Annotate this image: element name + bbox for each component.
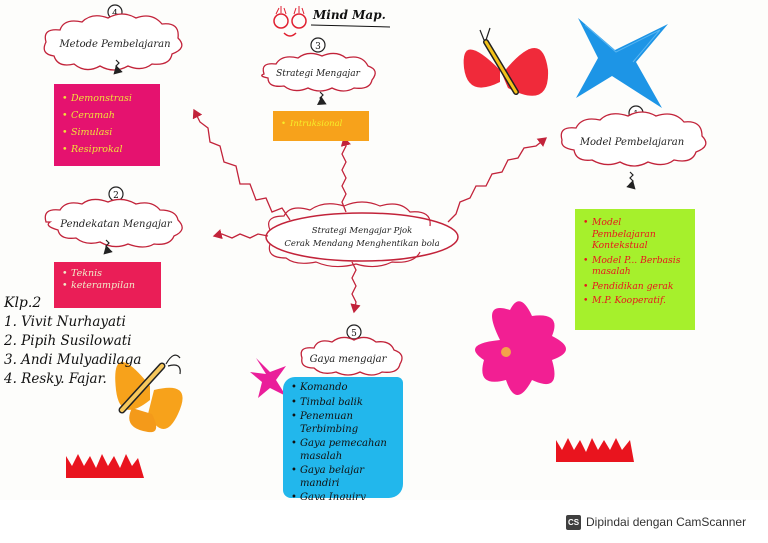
list-item: Demonstrasi xyxy=(62,93,152,105)
metode-number: 4 xyxy=(112,9,118,19)
face-doodle xyxy=(273,6,307,37)
member-item: 3. Andi Mulyadilaga xyxy=(4,352,142,368)
list-item: Gaya pemecahan masalah xyxy=(291,438,395,463)
gaya-card: Komando Timbal balik Penemuan Terbimbing… xyxy=(283,377,403,504)
strategi-number: 3 xyxy=(315,42,321,52)
node-gaya: 5 Gaya mengajar xyxy=(300,324,403,376)
red-grass-right-decoration xyxy=(556,438,634,462)
scanner-text: Dipindai dengan CamScanner xyxy=(586,515,747,529)
scanner-watermark: CS Dipindai dengan CamScanner xyxy=(566,512,766,532)
red-grass-left-decoration xyxy=(66,454,144,478)
metode-label: Metode Pembelajaran xyxy=(58,39,170,50)
list-item: keterampilan xyxy=(62,280,153,292)
list-item: M.P. Kooperatif. xyxy=(583,295,687,307)
arrow-to-pendekatan xyxy=(212,229,269,240)
list-item: Gaya belajar mandiri xyxy=(291,465,395,490)
list-item: Ceramah xyxy=(62,110,152,122)
list-item: Model Pembelajaran Kontekstual xyxy=(583,217,687,252)
node-strategi: 3 Strategi Mengajar xyxy=(261,37,376,105)
node-pendekatan: 2 Pendekatan Mengajar xyxy=(44,186,183,255)
group-members: Klp.2 1. Vivit Nurhayati 2. Pipih Susilo… xyxy=(4,295,176,389)
list-item: Pendidikan gerak xyxy=(583,281,687,293)
list-item: Simulasi xyxy=(62,127,152,139)
arrow-to-strategi xyxy=(340,136,351,213)
strategi-card: Intruksional xyxy=(273,111,369,141)
center-node: Strategi Mengajar Pjok Cerak Mendang Men… xyxy=(265,201,459,268)
orange-butterfly-decoration xyxy=(115,354,183,433)
metode-card: Demonstrasi Ceramah Simulasi Resiprokal xyxy=(54,84,160,166)
node-model: 1 Model Pembelajaran xyxy=(560,105,707,190)
blue-star-decoration xyxy=(576,18,668,108)
center-line-2: Cerak Mendang Menghentikan bola xyxy=(284,239,439,249)
connector-arrows xyxy=(192,108,548,314)
member-item: 4. Resky. Fajar. xyxy=(4,371,107,387)
arrow-to-gaya xyxy=(350,261,361,314)
node-metode: 4 Metode Pembelajaran xyxy=(43,4,183,75)
map-title: Mind Map. xyxy=(312,8,386,22)
gaya-number: 5 xyxy=(351,329,357,339)
list-item: Timbal balik xyxy=(291,397,395,410)
pendekatan-number: 2 xyxy=(113,191,119,201)
pendekatan-label: Pendekatan Mengajar xyxy=(59,219,173,230)
member-item: 2. Pipih Susilowati xyxy=(4,333,132,349)
list-item: Gaya Inquiry xyxy=(291,492,395,505)
member-item: 1. Vivit Nurhayati xyxy=(4,314,126,330)
group-label: Klp.2 xyxy=(4,295,42,311)
list-item: Resiprokal xyxy=(62,144,152,156)
butterfly-red-decoration xyxy=(463,27,549,96)
list-item: Intruksional xyxy=(281,119,361,130)
strategi-label: Strategi Mengajar xyxy=(276,69,361,79)
arrow-to-metode xyxy=(192,108,291,221)
camscanner-icon: CS xyxy=(566,514,581,530)
list-item: Teknis xyxy=(62,268,153,280)
pink-star-decoration xyxy=(250,358,286,398)
footer-bar xyxy=(0,500,768,543)
pendekatan-card: Teknis keterampilan xyxy=(54,262,161,308)
pink-flower-decoration xyxy=(475,301,566,395)
model-label: Model Pembelajaran xyxy=(579,137,684,148)
list-item: Model P... Berbasis masalah xyxy=(583,255,687,278)
arrow-to-model xyxy=(447,137,548,223)
center-line-1: Strategi Mengajar Pjok xyxy=(312,226,413,236)
model-card: Model Pembelajaran Kontekstual Model P..… xyxy=(575,209,695,330)
mind-map-poster: Mind Map. Strategi Mengajar Pjok Cerak M… xyxy=(0,0,768,500)
mind-map-canvas: Mind Map. Strategi Mengajar Pjok Cerak M… xyxy=(43,4,707,478)
list-item: Komando xyxy=(291,382,395,395)
gaya-label: Gaya mengajar xyxy=(310,354,388,365)
list-item: Penemuan Terbimbing xyxy=(291,411,395,436)
